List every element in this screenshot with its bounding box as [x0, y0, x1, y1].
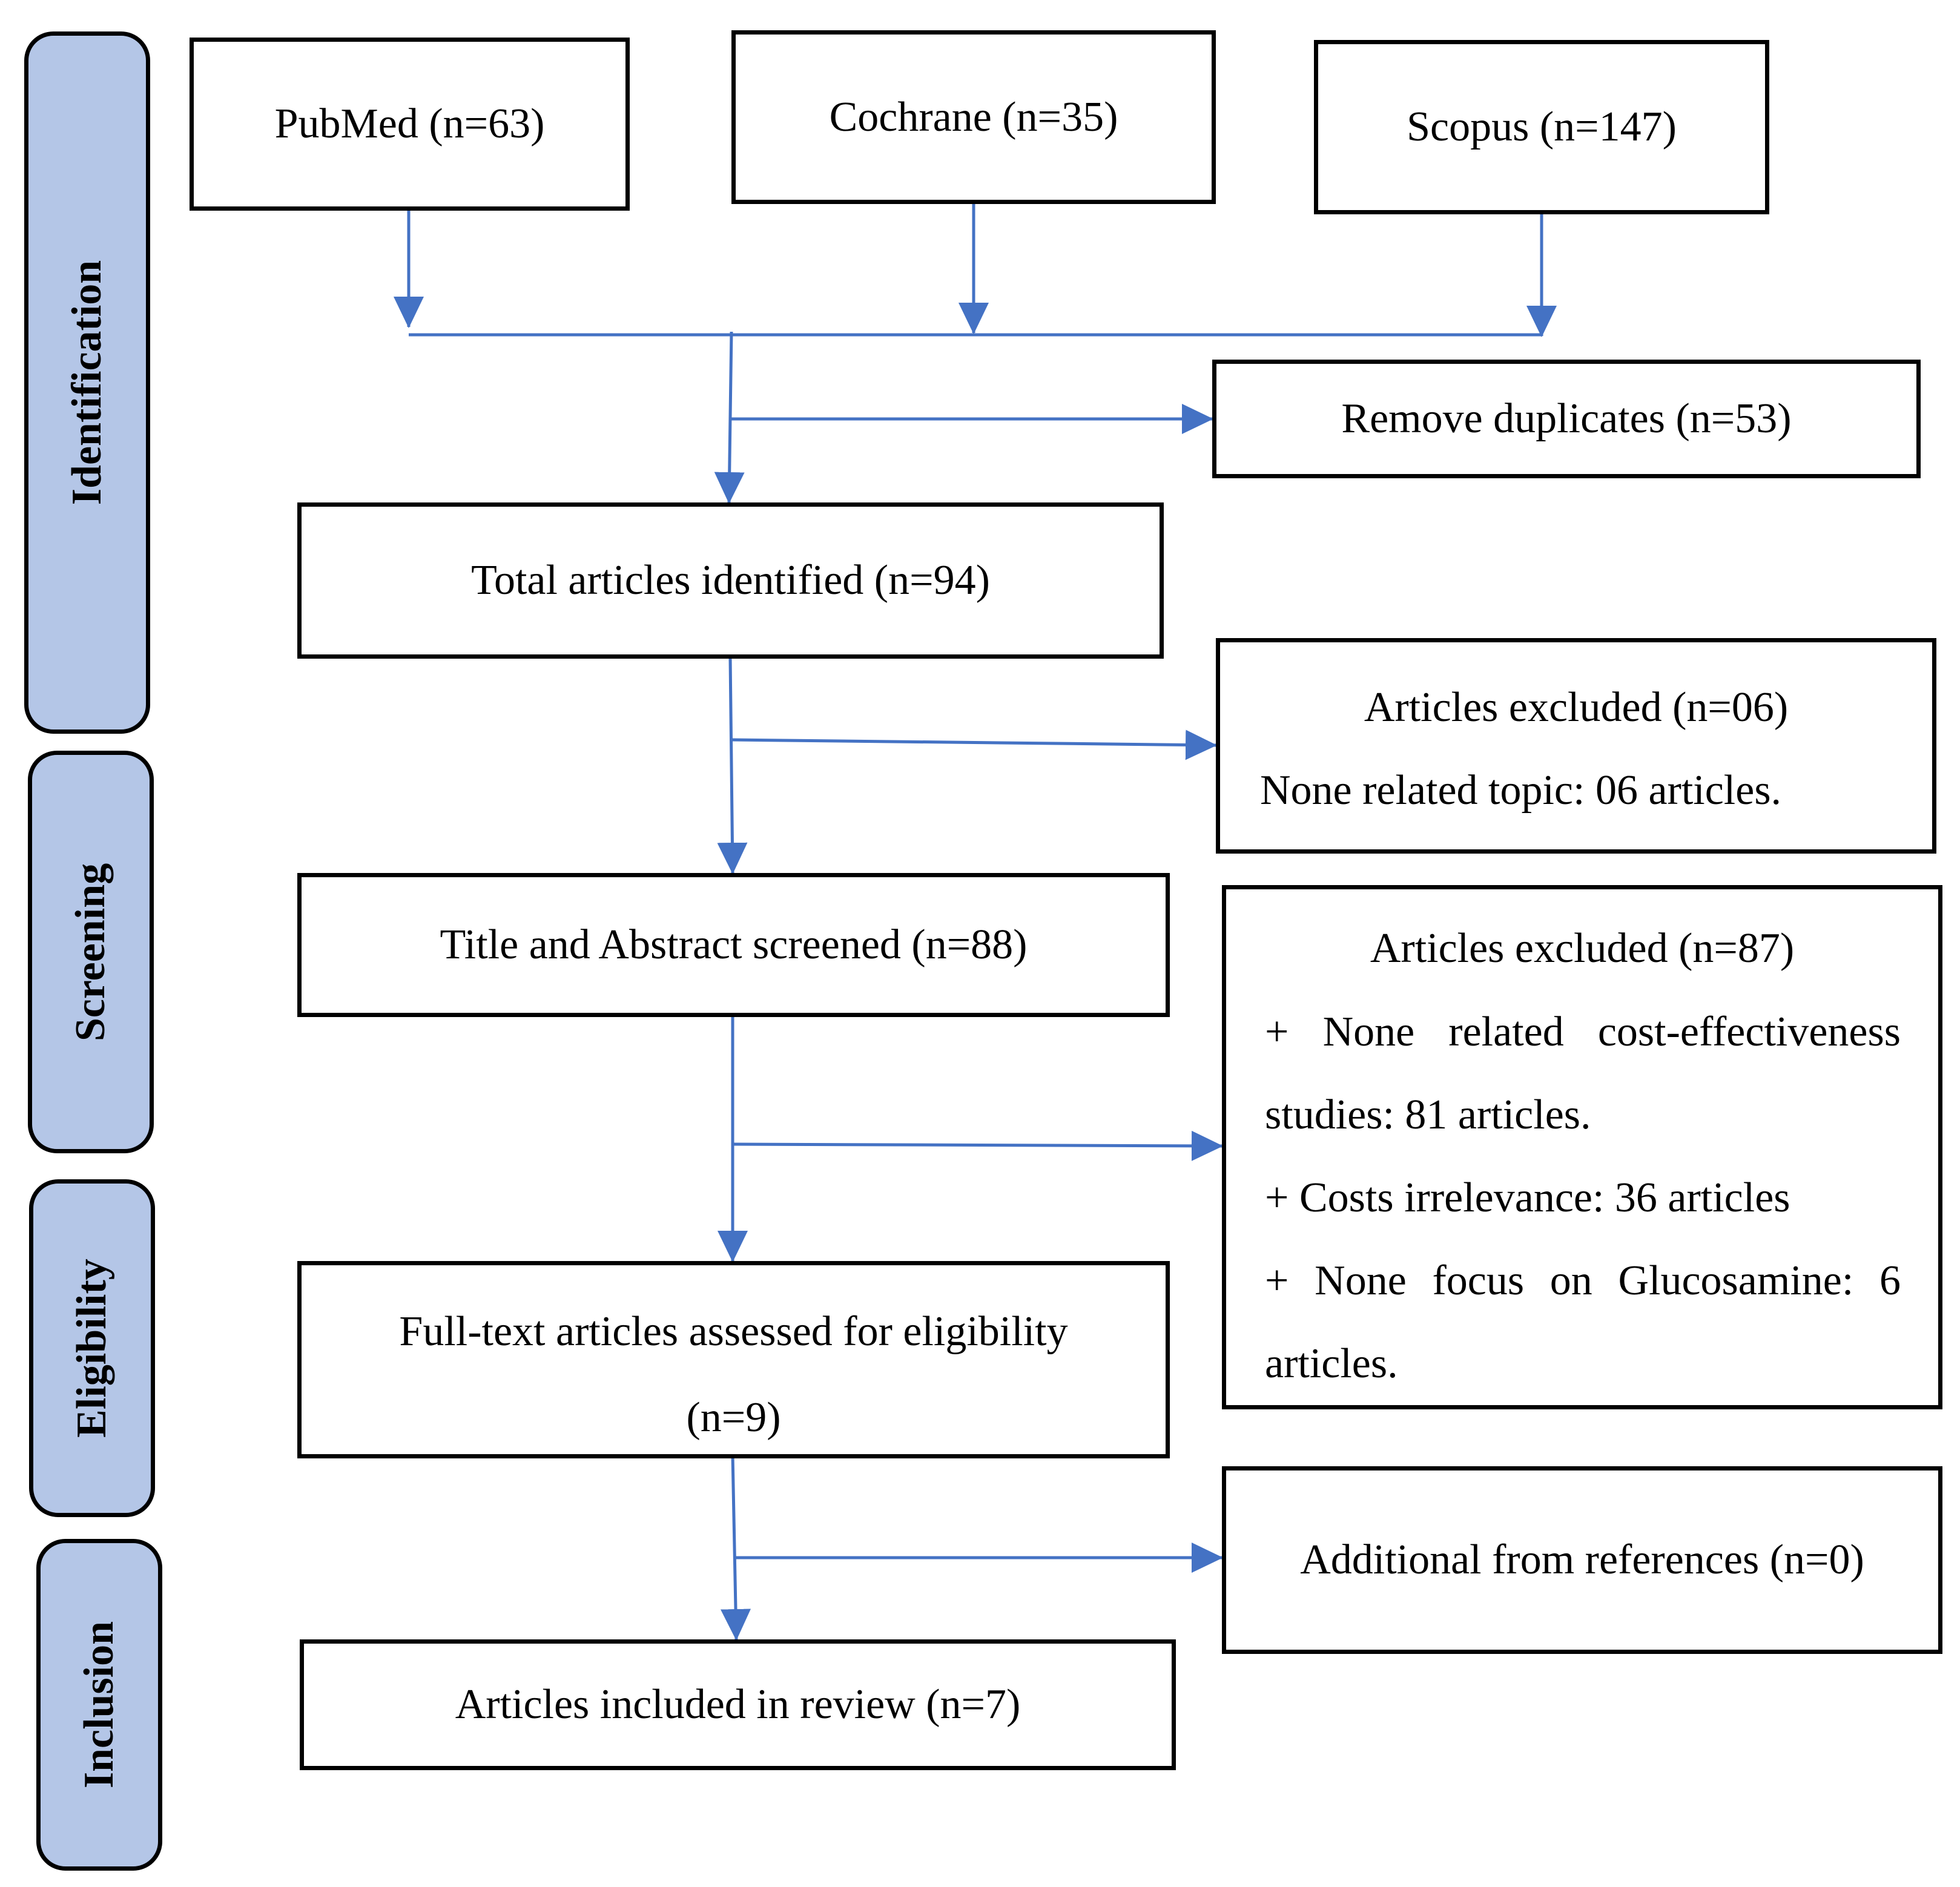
excluded-2-reason-3: + None focus on Glucosamine: 6	[1265, 1257, 1901, 1305]
included-label: Articles included in review (n=7)	[455, 1681, 1021, 1728]
remove-duplicates-label: Remove duplicates (n=53)	[1341, 395, 1792, 442]
arrow-to-total	[714, 331, 745, 504]
pubmed-box: PubMed (n=63)	[190, 38, 630, 211]
included-box: Articles included in review (n=7)	[300, 1639, 1176, 1770]
scopus-box: Scopus (n=147)	[1314, 40, 1769, 214]
excluded-2-title: Articles excluded (n=87)	[1370, 925, 1795, 972]
excluded-1-reason: None related topic: 06 articles.	[1260, 767, 1782, 814]
phase-identification: Identification	[24, 31, 150, 734]
reason-3-word: on	[1549, 1257, 1592, 1304]
reason-3-word: focus	[1432, 1257, 1525, 1304]
total-identified-label: Total articles identified (n=94)	[471, 557, 990, 604]
reason-3-word: Glucosamine:	[1618, 1257, 1854, 1304]
reason-3-word: +	[1265, 1257, 1289, 1304]
arrow-to-excluded-1	[730, 729, 1217, 760]
excluded-2-reason-1-cont: studies: 81 articles.	[1265, 1092, 1591, 1138]
reason-3-word: 6	[1879, 1257, 1901, 1304]
remove-duplicates-box: Remove duplicates (n=53)	[1212, 360, 1921, 478]
screened-box: Title and Abstract screened (n=88)	[297, 873, 1170, 1017]
reason-1-word: related	[1448, 1009, 1564, 1055]
pubmed-label: PubMed (n=63)	[274, 100, 545, 147]
phase-inclusion: Inclusion	[36, 1539, 162, 1871]
reason-1-word: cost-effectiveness	[1597, 1009, 1901, 1055]
arrow-to-included	[721, 1455, 751, 1641]
cochrane-label: Cochrane (n=35)	[829, 93, 1118, 140]
reason-3-word: None	[1315, 1257, 1407, 1304]
reason-1-word: None	[1322, 1009, 1415, 1055]
additional-box: Additional from references (n=0)	[1222, 1466, 1942, 1654]
total-identified-box: Total articles identified (n=94)	[297, 502, 1164, 659]
screened-label: Title and Abstract screened (n=88)	[440, 921, 1028, 968]
excluded-1-title: Articles excluded (n=06)	[1364, 684, 1789, 731]
reason-1-word: +	[1265, 1009, 1289, 1055]
full-text-line-2: (n=9)	[686, 1394, 781, 1441]
full-text-line-1: Full-text articles assessed for eligibil…	[399, 1308, 1068, 1355]
phase-eligibility: Eligibility	[29, 1179, 155, 1517]
excluded-box-1: Articles excluded (n=06) None related to…	[1216, 638, 1936, 854]
excluded-box-2: Articles excluded (n=87) + None related …	[1222, 885, 1942, 1409]
excluded-2-reason-2: + Costs irrelevance: 36 articles	[1265, 1174, 1790, 1221]
excluded-2-reason-1: + None related cost-effectiveness	[1265, 1008, 1901, 1056]
excluded-2-reason-3-cont: articles.	[1265, 1340, 1398, 1387]
arrow-to-excluded-2	[732, 1130, 1223, 1161]
full-text-box: Full-text articles assessed for eligibil…	[297, 1261, 1170, 1458]
phase-screening: Screening	[28, 751, 154, 1153]
cochrane-box: Cochrane (n=35)	[731, 30, 1216, 204]
scopus-label: Scopus (n=147)	[1407, 104, 1677, 150]
additional-label: Additional from references (n=0)	[1300, 1536, 1864, 1583]
arrow-to-screened	[717, 657, 748, 874]
